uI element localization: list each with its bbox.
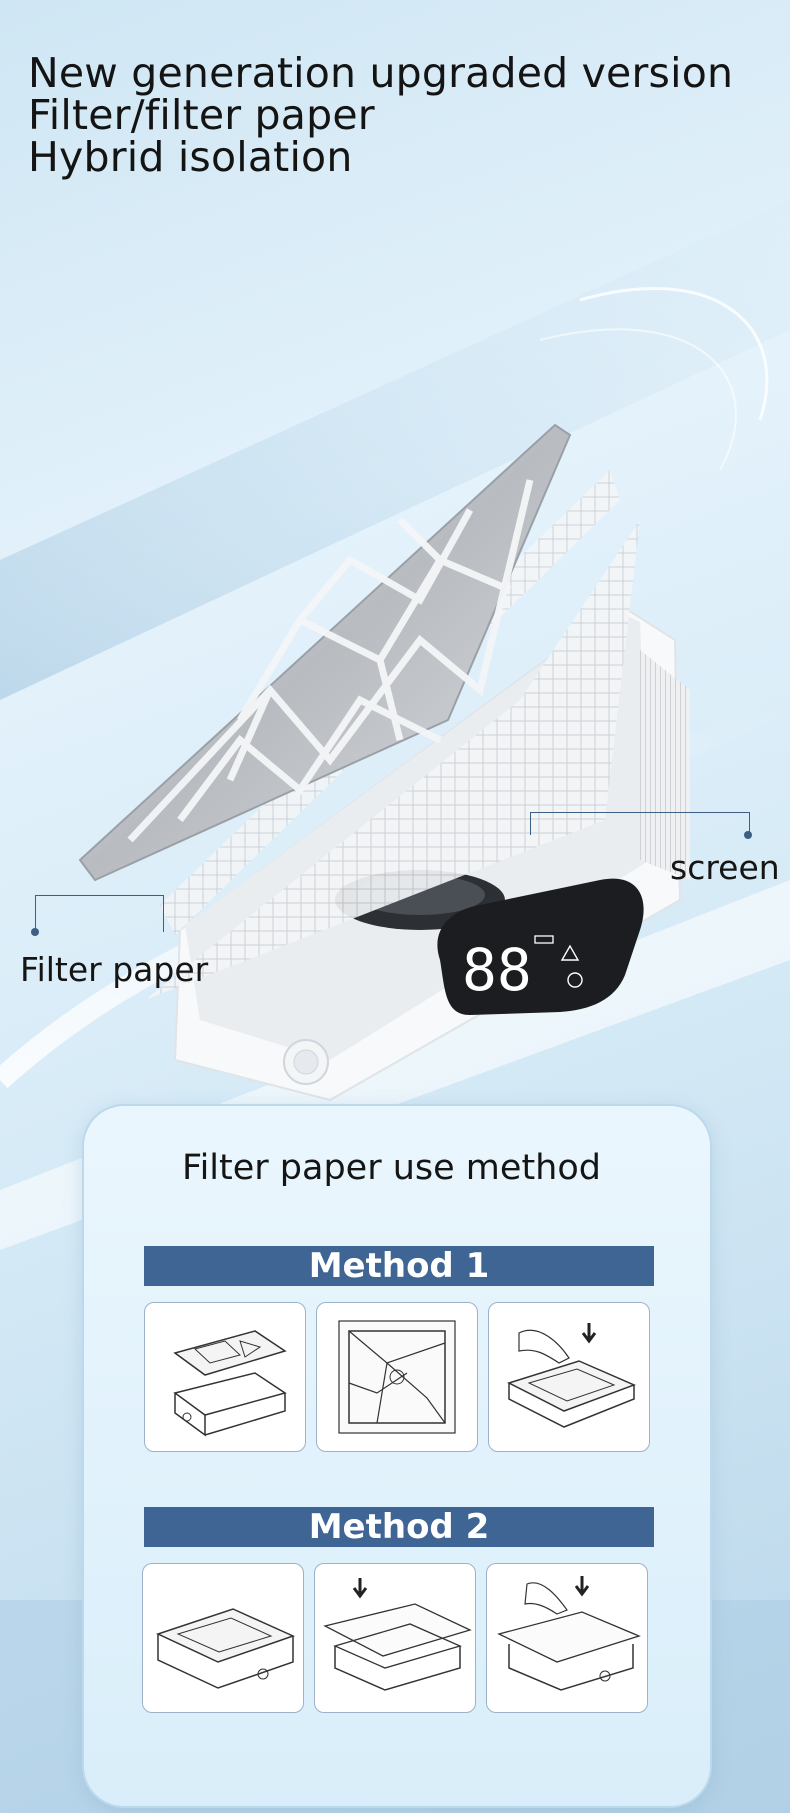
headline-line-2: Filter/filter paper [28, 91, 375, 139]
warning-icon [560, 944, 580, 961]
method-2-header: Method 2 [144, 1507, 654, 1547]
screen-leader-line [530, 812, 750, 835]
method-1-step-2 [316, 1302, 478, 1452]
method-panel: Filter paper use method Method 1 Method … [82, 1104, 712, 1808]
headline-line-3: Hybrid isolation [28, 133, 353, 181]
panel-title: Filter paper use method [182, 1148, 601, 1188]
product-illustration: 88 [78, 423, 690, 1102]
method-2-step-3 [486, 1563, 648, 1713]
metal-screen [78, 423, 572, 882]
headline-line-1: New generation upgraded version [28, 49, 734, 97]
screen-label: screen [670, 848, 780, 887]
method-2-step-2 [314, 1563, 476, 1713]
filter-paper-label: Filter paper [20, 950, 209, 989]
filter-paper-leader-line [35, 895, 164, 932]
filter-paper-leader-dot [31, 928, 39, 936]
method-1-step-3 [488, 1302, 650, 1452]
method-1-header: Method 1 [144, 1246, 654, 1286]
screen-leader-dot [744, 831, 752, 839]
filter-paper-layer [145, 520, 640, 1000]
method-1-step-1 [144, 1302, 306, 1452]
method-2-step-1 [142, 1563, 304, 1713]
headline: New generation upgraded version Filter/f… [28, 52, 733, 178]
display-panel: 88 [437, 878, 644, 1015]
power-icon [567, 972, 583, 988]
display-readout: 88 [462, 936, 532, 1004]
